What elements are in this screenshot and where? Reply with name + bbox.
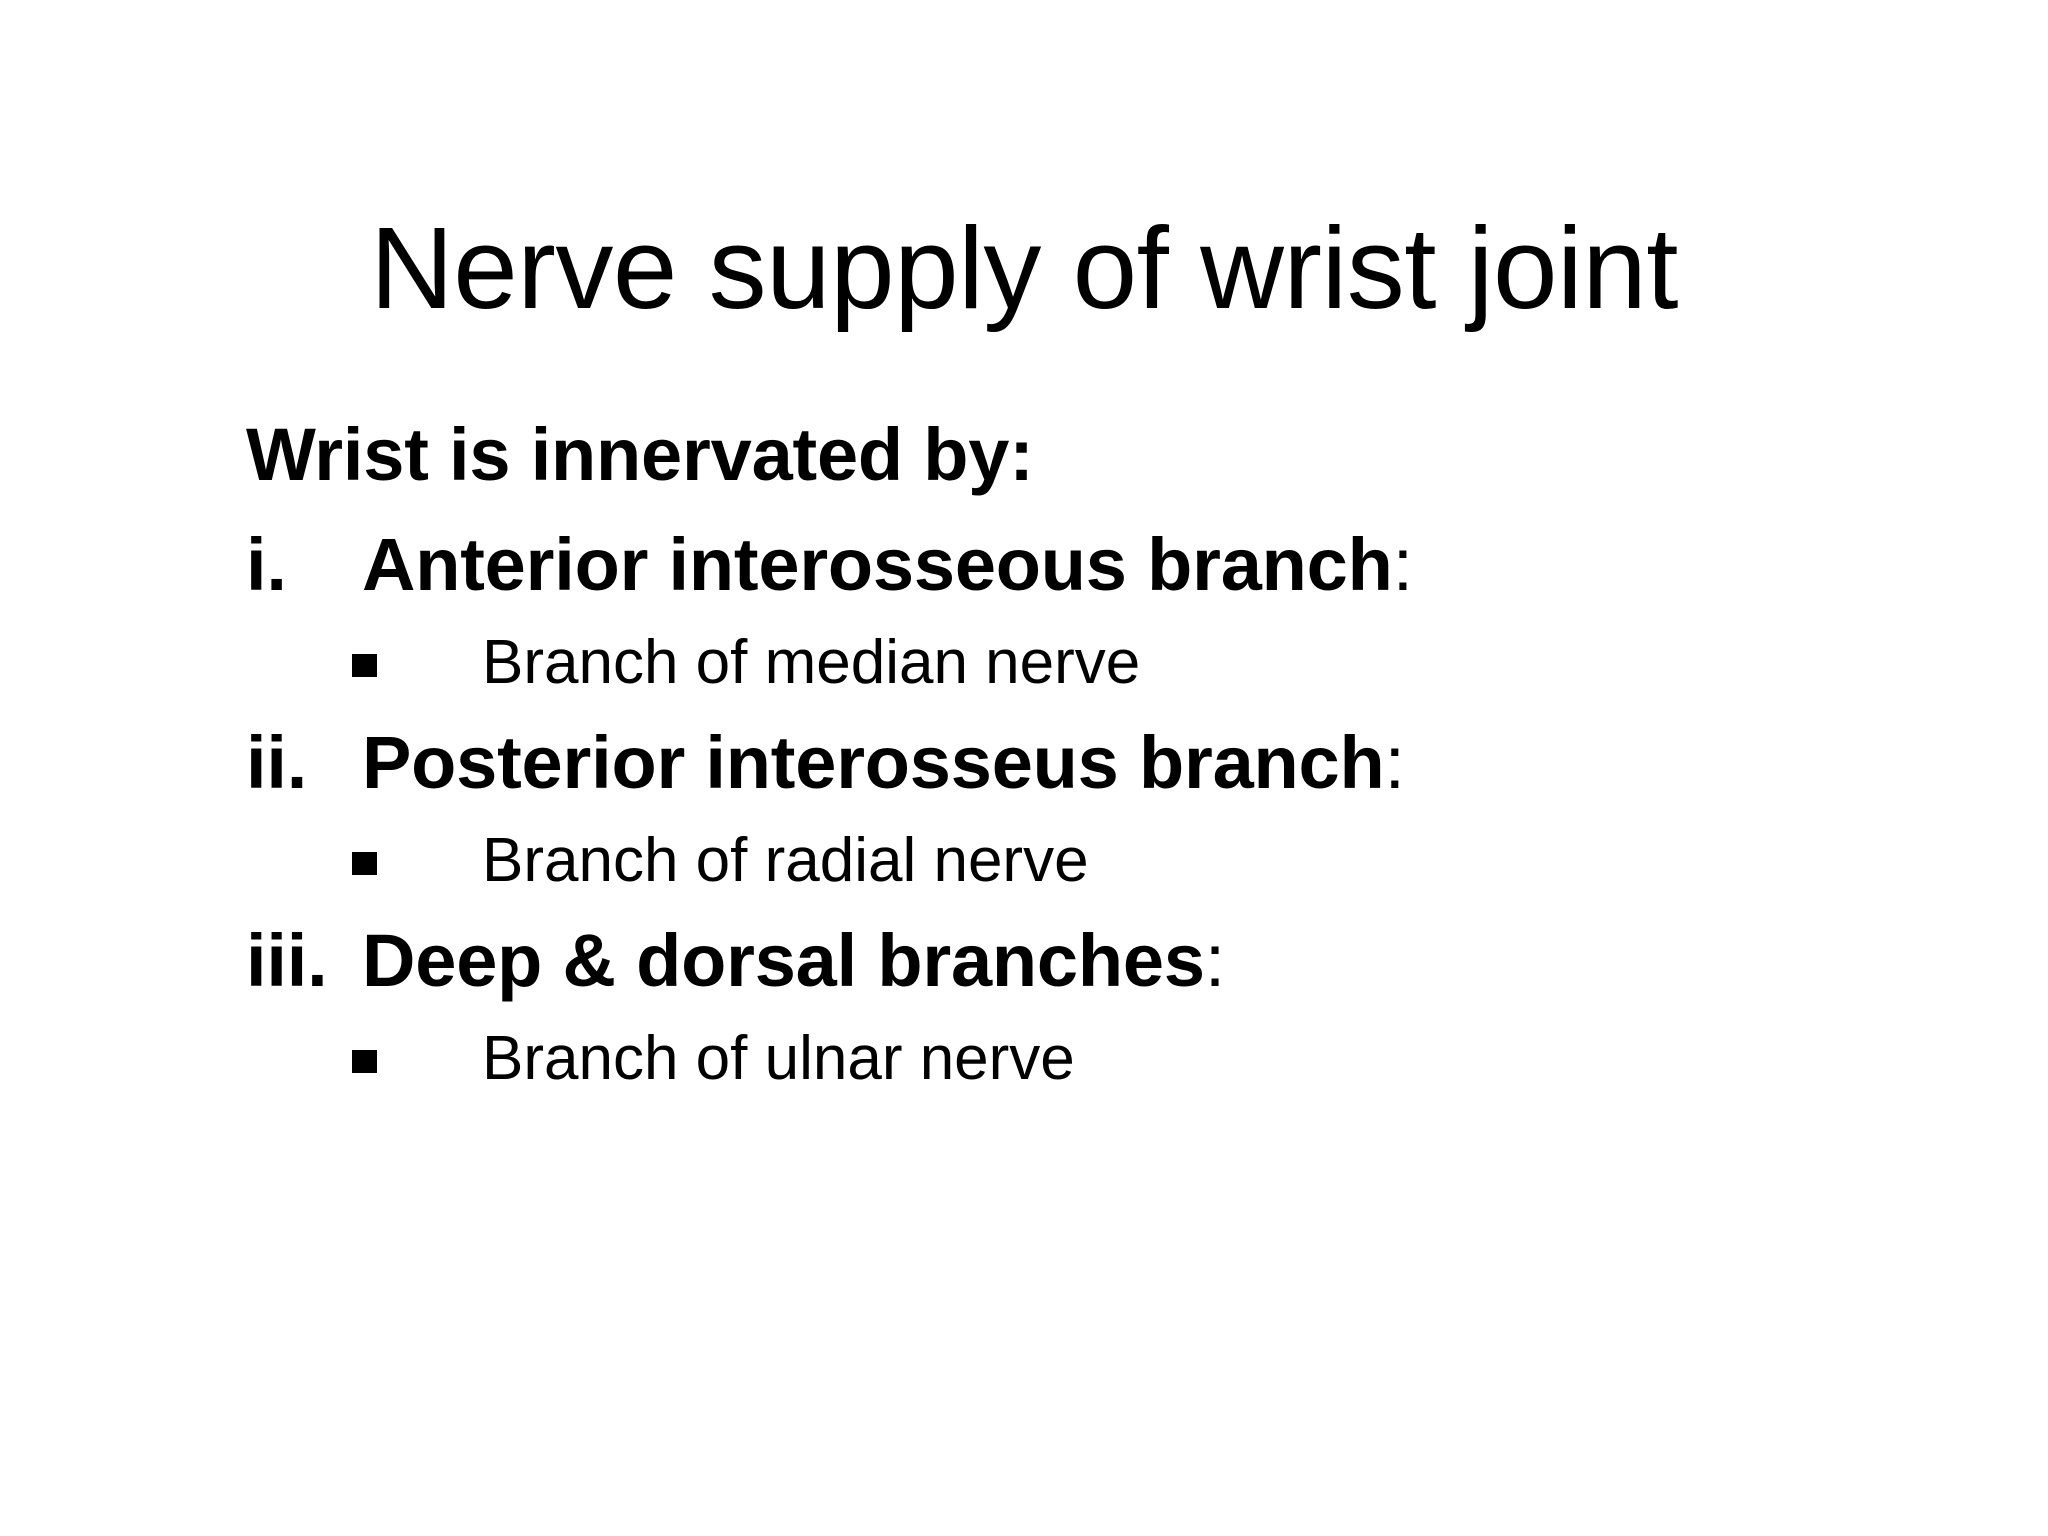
sub-list-item: Branch of median nerve bbox=[246, 632, 1946, 694]
square-bullet-icon bbox=[352, 851, 377, 875]
sub-list-item: Branch of ulnar nerve bbox=[246, 1028, 1946, 1090]
sub-list-item-label: Branch of radial nerve bbox=[482, 826, 1089, 895]
list-item-marker: i. bbox=[246, 523, 287, 606]
list-item: iii.Deep & dorsal branches: bbox=[246, 924, 1946, 998]
list-item-label: Deep & dorsal branches bbox=[362, 919, 1205, 1002]
lead-statement: Wrist is innervated by: bbox=[246, 413, 1034, 496]
list-group: iii.Deep & dorsal branches: Branch of ul… bbox=[246, 924, 1946, 1090]
square-bullet-icon bbox=[352, 1049, 377, 1073]
list-group: ii.Posterior interosseus branch: Branch … bbox=[246, 726, 1946, 892]
sub-list-item-label: Branch of ulnar nerve bbox=[482, 1024, 1075, 1093]
list-item-label: Anterior interosseous branch bbox=[362, 523, 1393, 606]
list-item: i.Anterior interosseous branch: bbox=[246, 528, 1946, 602]
sub-list-item: Branch of radial nerve bbox=[246, 830, 1946, 892]
square-bullet-icon bbox=[352, 653, 377, 677]
list-item-marker: iii. bbox=[246, 919, 328, 1002]
page-title: Nerve supply of wrist joint bbox=[369, 202, 1679, 333]
list-group: i.Anterior interosseous branch: Branch o… bbox=[246, 528, 1946, 694]
list-item-colon: : bbox=[1384, 721, 1406, 804]
sub-list-item-label: Branch of median nerve bbox=[482, 628, 1141, 697]
list-item-label: Posterior interosseus branch bbox=[362, 721, 1385, 804]
content-body: Wrist is innervated by: i.Anterior inter… bbox=[246, 418, 1946, 1122]
list-item: ii.Posterior interosseus branch: bbox=[246, 726, 1946, 800]
list-item-colon: : bbox=[1392, 523, 1414, 606]
list-item-colon: : bbox=[1204, 919, 1226, 1002]
list-item-marker: ii. bbox=[246, 721, 308, 804]
